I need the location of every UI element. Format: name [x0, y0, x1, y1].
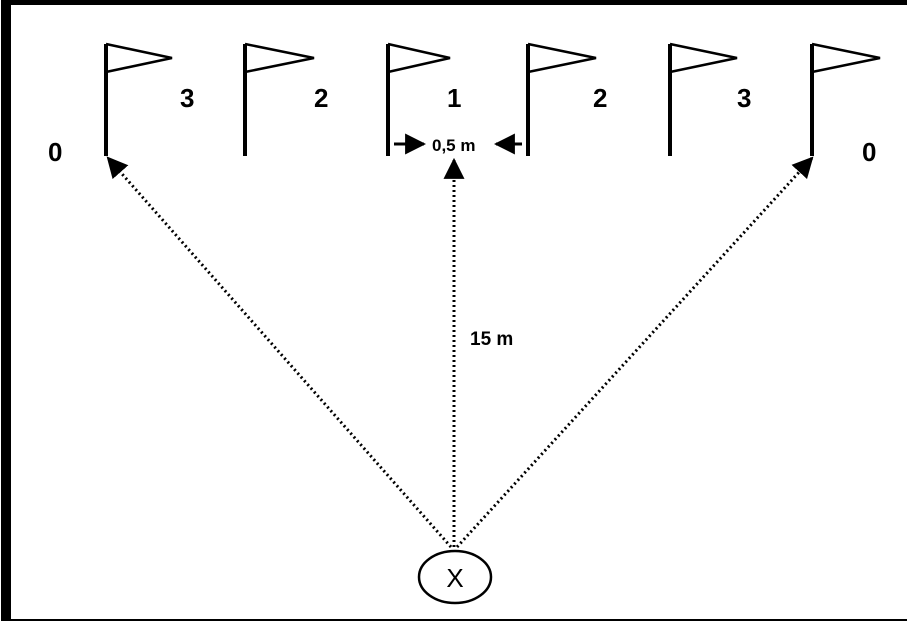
throw-line-right: [455, 156, 814, 549]
score-label-center-1: 1: [447, 83, 461, 113]
spacing-label: 0,5 m: [432, 136, 475, 155]
flag-2: [243, 42, 315, 156]
flag-6: [810, 42, 881, 156]
flag-3: [386, 42, 451, 156]
flag-5: [668, 42, 738, 156]
distance-label: 15 m: [470, 329, 513, 350]
throw-line-left: [106, 156, 453, 548]
score-label-right-2: 2: [593, 83, 607, 113]
score-label-left-outer: 0: [48, 137, 62, 167]
start-marker-circle: [417, 549, 493, 605]
score-label-right-3: 3: [737, 83, 751, 113]
score-label-left-3: 3: [180, 83, 194, 113]
score-label-right-outer: 0: [862, 137, 876, 167]
score-label-left-2: 2: [314, 83, 328, 113]
flag-1: [104, 42, 173, 156]
start-marker-label: X: [446, 563, 463, 593]
flag-4: [526, 42, 597, 156]
